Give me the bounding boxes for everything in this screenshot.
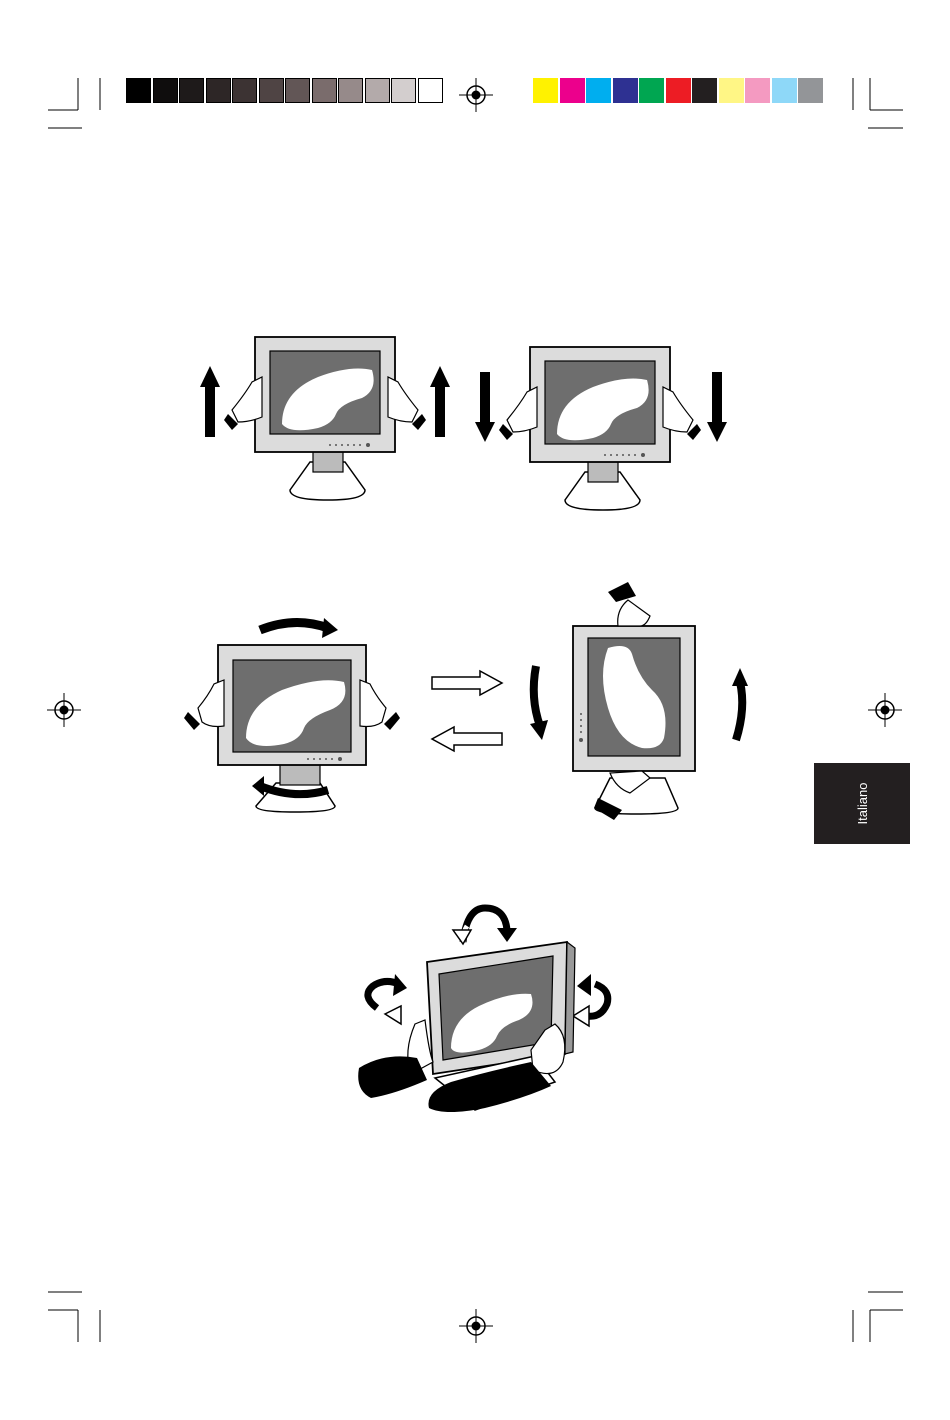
color-swatch [285, 78, 310, 103]
registration-mark-icon [47, 693, 81, 727]
color-swatch [391, 78, 416, 103]
language-label: Italiano [814, 763, 910, 844]
height-adjust-figure [190, 332, 750, 512]
color-swatch [533, 78, 558, 103]
pivot-figure [180, 578, 760, 823]
color-swatch [418, 78, 443, 103]
color-swatch [338, 78, 363, 103]
color-swatch [126, 78, 151, 103]
color-swatch [586, 78, 611, 103]
tilt-swivel-figure [355, 902, 635, 1122]
color-swatch [772, 78, 797, 103]
color-swatch [639, 78, 664, 103]
color-swatch [206, 78, 231, 103]
language-side-tab: Italiano [814, 763, 910, 844]
color-swatch [153, 78, 178, 103]
color-swatch [365, 78, 390, 103]
grayscale-color-bar [126, 78, 418, 104]
color-swatch [232, 78, 257, 103]
registration-mark-icon [459, 78, 493, 112]
color-swatch [613, 78, 638, 103]
registration-mark-icon [459, 1309, 493, 1343]
process-color-bar [533, 78, 825, 104]
color-swatch [692, 78, 717, 103]
color-swatch [745, 78, 770, 103]
color-swatch [560, 78, 585, 103]
color-swatch [719, 78, 744, 103]
color-swatch [259, 78, 284, 103]
registration-mark-icon [868, 693, 902, 727]
color-swatch [798, 78, 823, 103]
color-swatch [179, 78, 204, 103]
color-swatch [312, 78, 337, 103]
color-swatch [666, 78, 691, 103]
